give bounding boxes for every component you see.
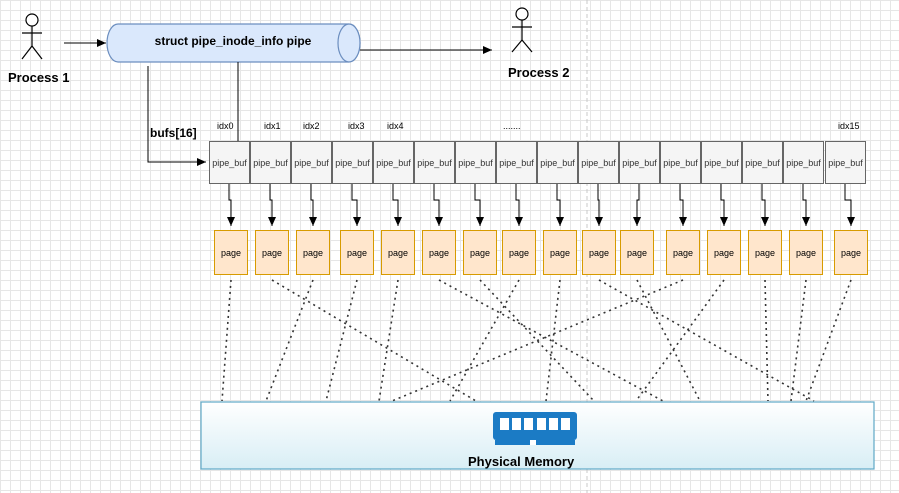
index-label: ....... xyxy=(503,121,521,131)
page-memory-mapping-line xyxy=(805,279,852,402)
page-box: page xyxy=(789,230,823,275)
cell-to-page-arrow xyxy=(720,184,728,226)
bufs-label: bufs[16] xyxy=(150,126,197,140)
pipe-buf-cell: pipe_buf xyxy=(291,141,332,184)
pipe-label: struct pipe_inode_info pipe xyxy=(154,34,312,48)
cell-to-page-arrow xyxy=(474,184,484,226)
cell-to-page-arrow xyxy=(268,184,276,226)
page-box: page xyxy=(381,230,415,275)
pipe-buf-cell: pipe_buf xyxy=(701,141,742,184)
page-box: page xyxy=(502,230,536,275)
cell-to-page-arrow xyxy=(515,184,523,226)
cell-to-page-arrow xyxy=(392,184,402,226)
page-memory-mapping-line xyxy=(545,279,561,402)
cell-to-page-arrow xyxy=(595,184,603,226)
page-box: page xyxy=(422,230,456,275)
page-memory-mapping-line xyxy=(221,279,232,402)
page-memory-mapping-line xyxy=(449,279,520,402)
page-box: page xyxy=(707,230,741,275)
cell-page-arrows xyxy=(227,184,855,226)
pipe-buf-cell: pipe_buf xyxy=(414,141,455,184)
page-memory-mapping-line xyxy=(598,279,815,402)
physical-memory-label: Physical Memory xyxy=(468,454,575,469)
page-box: page xyxy=(340,230,374,275)
bufs-arrow xyxy=(147,66,206,166)
page-box: page xyxy=(582,230,616,275)
cell-to-page-arrow xyxy=(433,184,443,226)
cell-to-page-arrow xyxy=(227,184,235,226)
pipe-buf-cell: pipe_buf xyxy=(373,141,414,184)
pipe-buf-cell: pipe_buf xyxy=(660,141,701,184)
page-box: page xyxy=(214,230,248,275)
pipe-buf-cell: pipe_buf xyxy=(455,141,496,184)
cell-to-page-arrow xyxy=(309,184,317,226)
index-label: idx3 xyxy=(348,121,365,131)
page-memory-mapping-line xyxy=(265,279,314,402)
page-memory-mapping-line xyxy=(391,279,684,402)
index-label: idx4 xyxy=(387,121,404,131)
page-memory-mapping-line xyxy=(325,279,358,402)
pipe-buf-cell: pipe_buf xyxy=(783,141,824,184)
cell-to-page-arrow xyxy=(844,184,855,226)
page-memory-mapping-line xyxy=(636,279,701,402)
page-box: page xyxy=(543,230,577,275)
page-box: page xyxy=(296,230,330,275)
pipe-buf-cell: pipe_buf xyxy=(332,141,373,184)
cell-to-page-arrow xyxy=(761,184,769,226)
pipe-cylinder xyxy=(106,23,361,63)
pipe-buf-cell: pipe_buf xyxy=(578,141,619,184)
page-memory-mapping-line xyxy=(790,279,807,402)
pipe-buf-cell: pipe_buf xyxy=(742,141,783,184)
pipe-buf-cell: pipe_buf xyxy=(250,141,291,184)
cell-to-page-arrow xyxy=(351,184,361,226)
index-label: idx1 xyxy=(264,121,281,131)
page-box: page xyxy=(748,230,782,275)
page-box: page xyxy=(255,230,289,275)
page-memory-mapping-line xyxy=(764,279,769,402)
page-memory-mapping-line xyxy=(635,279,725,402)
page-memory-mapping-line xyxy=(479,279,595,402)
page-box: page xyxy=(834,230,868,275)
pipe-buf-cell: pipe_buf xyxy=(209,141,250,184)
cell-to-page-arrow xyxy=(633,184,641,226)
process1-label: Process 1 xyxy=(8,70,70,85)
page-box: page xyxy=(463,230,497,275)
page-memory-mapping-line xyxy=(438,279,664,402)
pipe-buf-cell: pipe_buf xyxy=(825,141,866,184)
cell-to-page-arrow xyxy=(679,184,687,226)
page-memory-mapping-line xyxy=(378,279,399,402)
ram-module-icon xyxy=(493,412,577,445)
pipe-buf-cell: pipe_buf xyxy=(619,141,660,184)
page-box: page xyxy=(666,230,700,275)
cell-to-page-arrow xyxy=(556,184,564,226)
page-memory-mappings xyxy=(221,279,852,402)
process2-actor-icon xyxy=(511,7,533,53)
index-label: idx0 xyxy=(217,121,234,131)
page-box: page xyxy=(620,230,654,275)
page-memory-mapping-line xyxy=(271,279,477,402)
process2-label: Process 2 xyxy=(508,65,570,80)
index-label: idx15 xyxy=(838,121,860,131)
process1-actor-icon xyxy=(21,13,43,60)
pipe-buf-cell: pipe_buf xyxy=(537,141,578,184)
cell-to-page-arrow xyxy=(802,184,810,226)
pipe-buf-cell: pipe_buf xyxy=(496,141,537,184)
index-label: idx2 xyxy=(303,121,320,131)
